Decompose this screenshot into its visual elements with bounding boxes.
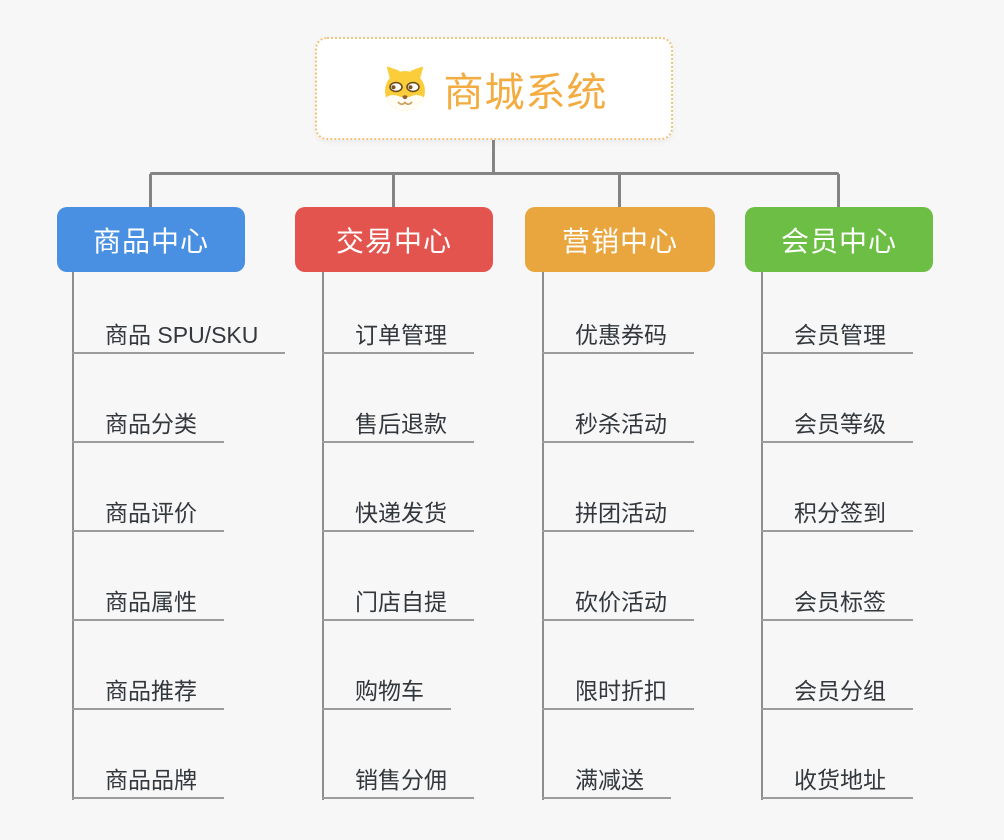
leaf-topic[interactable]: 售后退款 <box>322 409 474 443</box>
branch-trunk-line <box>542 272 544 800</box>
branch-trunk-line <box>761 272 763 800</box>
branch-horizontal-line <box>150 172 839 175</box>
branch-drop-line <box>149 174 152 207</box>
branch-drop-line <box>837 174 840 207</box>
leaf-topic[interactable]: 门店自提 <box>322 587 474 621</box>
branch-node-product-center[interactable]: 商品中心 <box>57 207 245 272</box>
leaf-topic[interactable]: 商品分类 <box>72 409 224 443</box>
branch-node-trade-center[interactable]: 交易中心 <box>295 207 493 272</box>
branch-trunk-line <box>72 272 74 800</box>
leaf-topic[interactable]: 拼团活动 <box>542 498 694 532</box>
leaf-topic[interactable]: 会员等级 <box>761 409 913 443</box>
leaf-topic[interactable]: 满减送 <box>542 765 671 799</box>
leaf-topic[interactable]: 销售分佣 <box>322 765 474 799</box>
leaf-topic[interactable]: 订单管理 <box>322 320 474 354</box>
leaf-topic[interactable]: 积分签到 <box>761 498 913 532</box>
leaf-topic[interactable]: 优惠券码 <box>542 320 694 354</box>
leaf-topic[interactable]: 购物车 <box>322 676 451 710</box>
root-stem-line <box>492 140 495 173</box>
branch-drop-line <box>392 174 395 207</box>
leaf-topic[interactable]: 商品属性 <box>72 587 224 621</box>
root-topic-label: 商城系统 <box>443 70 608 115</box>
branch-node-member-center[interactable]: 会员中心 <box>745 207 933 272</box>
leaf-topic[interactable]: 限时折扣 <box>542 676 694 710</box>
root-topic-node[interactable]: 商城系统 <box>315 37 673 140</box>
dog-face-icon <box>381 65 429 113</box>
branch-drop-line <box>618 174 621 207</box>
leaf-topic[interactable]: 快递发货 <box>322 498 474 532</box>
leaf-topic[interactable]: 商品推荐 <box>72 676 224 710</box>
leaf-topic[interactable]: 秒杀活动 <box>542 409 694 443</box>
leaf-topic[interactable]: 会员分组 <box>761 676 913 710</box>
leaf-topic[interactable]: 商品 SPU/SKU <box>72 320 286 354</box>
leaf-topic[interactable]: 会员管理 <box>761 320 913 354</box>
leaf-topic[interactable]: 商品品牌 <box>72 765 224 799</box>
leaf-topic[interactable]: 砍价活动 <box>542 587 694 621</box>
branch-node-marketing-center[interactable]: 营销中心 <box>525 207 715 272</box>
leaf-topic[interactable]: 收货地址 <box>761 765 913 799</box>
leaf-topic[interactable]: 商品评价 <box>72 498 224 532</box>
branch-trunk-line <box>322 272 324 800</box>
leaf-topic[interactable]: 会员标签 <box>761 587 913 621</box>
